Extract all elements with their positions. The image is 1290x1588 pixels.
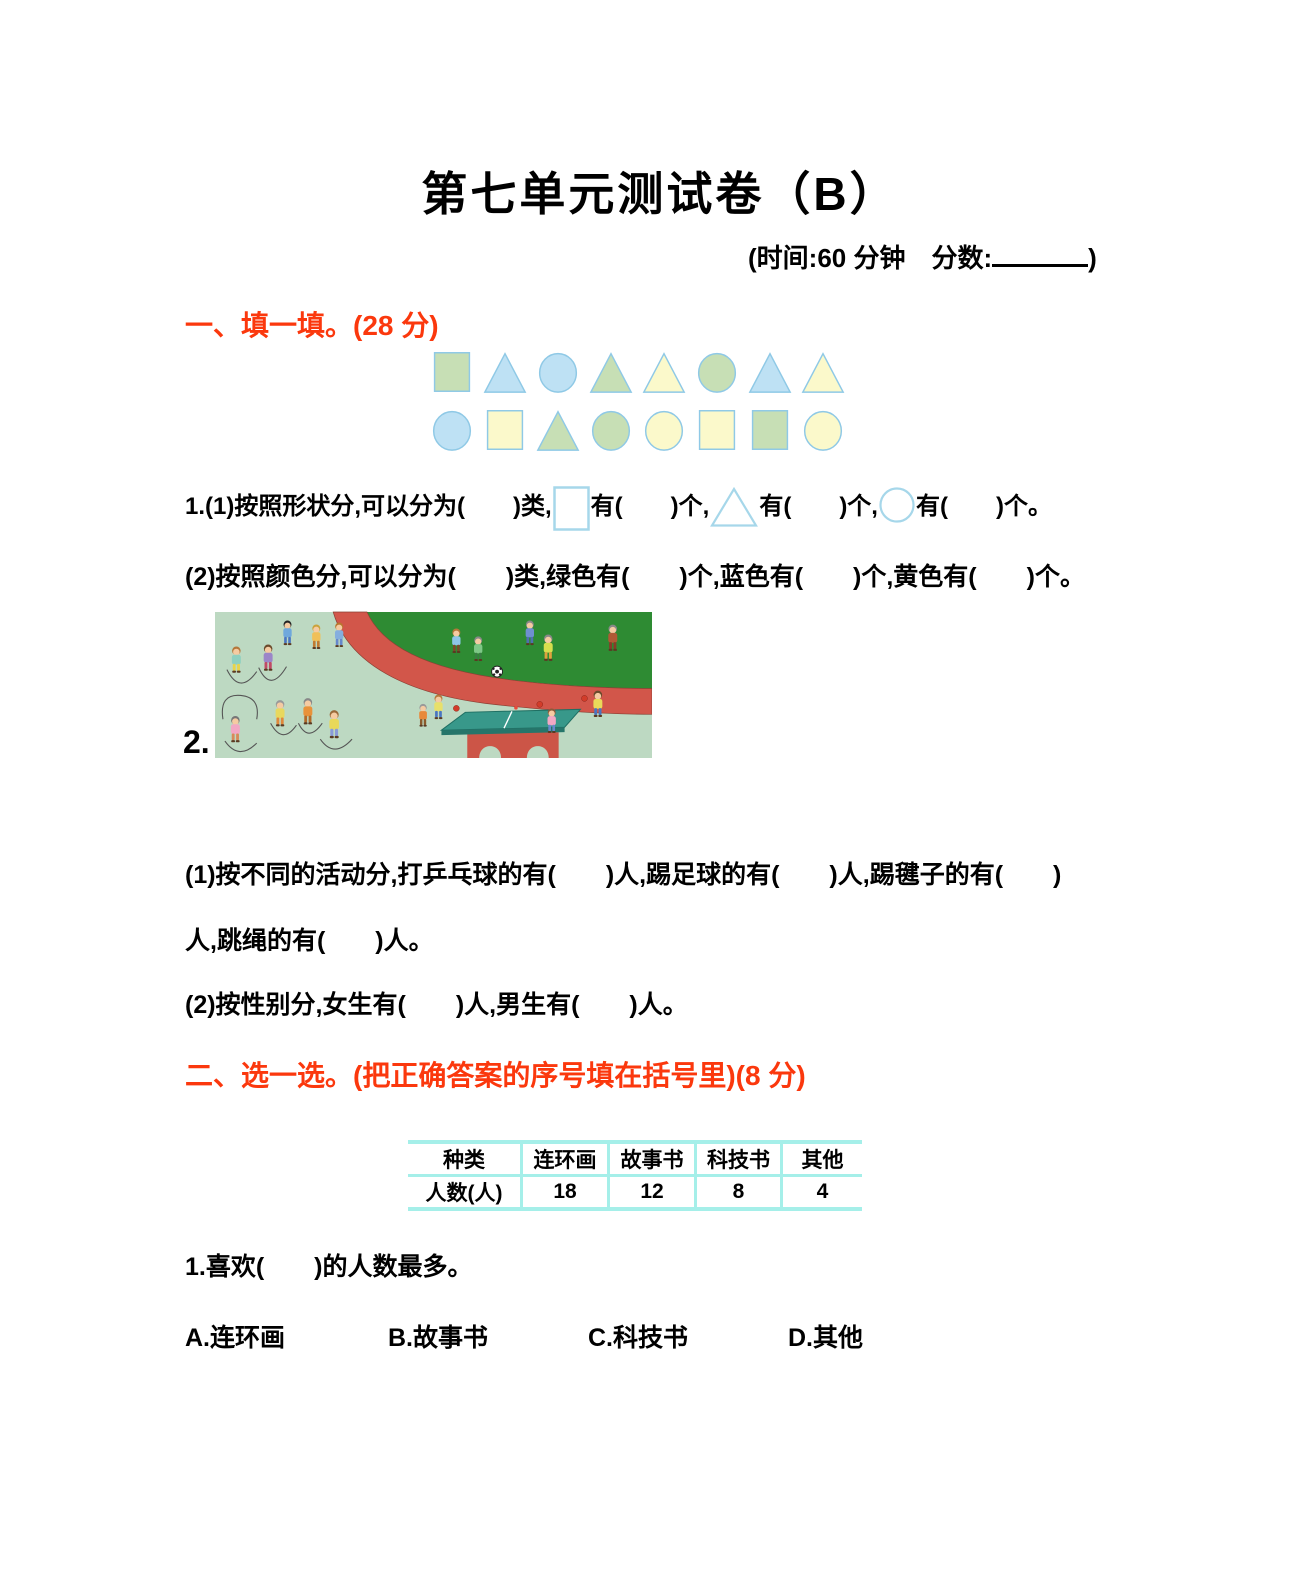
q1-1-text-3: 有( )个, [759, 493, 878, 520]
question-2-1-line1: (1)按不同的活动分,打乒乓球的有( )人,踢足球的有( )人,踢毽子的有( ) [185, 861, 1062, 889]
yellow-square [698, 410, 736, 450]
section1-heading: 一、填一填。(28 分) [185, 310, 439, 341]
green-square [751, 410, 789, 450]
yellow-triangle [801, 352, 845, 393]
section2-question-1: 1.喜欢( )的人数最多。 [185, 1253, 473, 1281]
jump-ropes [221, 666, 353, 753]
shape-row-1 [185, 348, 1090, 396]
exam-meta: (时间:60 分钟 分数:) [748, 238, 1097, 275]
option-c: C.科技书 [588, 1324, 689, 1352]
green-circle [697, 352, 737, 393]
football [491, 665, 503, 678]
blue-triangle [748, 352, 792, 393]
table-data-cell: 人数(人) [408, 1177, 523, 1207]
paddles [453, 695, 588, 712]
ping-pong-table [439, 706, 582, 758]
table-data-cell: 4 [816, 1180, 829, 1203]
triangle-icon [710, 487, 759, 527]
page-title: 第七单元测试卷（B） [421, 168, 899, 220]
score-blank-line [992, 242, 1089, 267]
yellow-triangle [642, 352, 686, 393]
circle-icon [879, 487, 915, 523]
yellow-circle [644, 410, 684, 451]
q1-1-text-1: 1.(1)按照形状分,可以分为( )类, [185, 493, 552, 520]
running-track [332, 611, 652, 715]
q1-1-text-4: 有( )个。 [915, 493, 1052, 520]
exam-meta-suffix: ) [1088, 243, 1097, 273]
square-icon [552, 486, 590, 531]
green-circle [591, 410, 631, 451]
option-a: A.连环画 [185, 1324, 286, 1352]
q1-1-text-2: 有( )个, [590, 493, 710, 520]
table-header-cell: 科技书 [697, 1144, 783, 1177]
section2-heading: 二、选一选。(把正确答案的序号填在括号里)(8 分) [185, 1060, 806, 1091]
option-b: B.故事书 [388, 1324, 489, 1352]
question-1-2: (2)按照颜色分,可以分为( )类,绿色有( )个,蓝色有( )个,黄色有( )… [185, 563, 1085, 591]
table-data-cell: 18 [523, 1177, 610, 1207]
question-1-1: 1.(1)按照形状分,可以分为( )类, 有( )个, 有( )个, 有( )个… [185, 486, 1052, 531]
playground-illustration [215, 611, 652, 758]
green-triangle [536, 410, 580, 451]
blue-circle [538, 352, 578, 393]
yellow-circle [803, 410, 843, 451]
question-2-number: 2. [183, 724, 210, 760]
football-field [366, 612, 652, 689]
table-header-cell: 其他 [783, 1144, 862, 1177]
question-2-2: (2)按性别分,女生有( )人,男生有( )人。 [185, 991, 688, 1019]
blue-circle [432, 410, 472, 451]
option-d: D.其他 [788, 1324, 864, 1352]
yellow-square [486, 410, 524, 450]
question-2-1-line2: 人,跳绳的有( )人。 [185, 927, 434, 955]
table-header-cell: 连环画 [523, 1144, 610, 1177]
shape-row-2 [185, 406, 1090, 454]
table-header-cell: 种类 [408, 1144, 523, 1177]
stats-table: 种类 连环画 故事书 科技书 其他 人数(人) 18 12 8 4 [408, 1140, 862, 1211]
green-square [433, 352, 471, 392]
blue-triangle [483, 352, 527, 393]
table-data-cell: 12 [610, 1177, 697, 1207]
exam-meta-prefix: (时间:60 分钟 分数: [748, 243, 993, 273]
green-triangle [589, 352, 633, 393]
table-header-cell: 故事书 [610, 1144, 697, 1177]
table-data-cell: 8 [697, 1177, 783, 1207]
